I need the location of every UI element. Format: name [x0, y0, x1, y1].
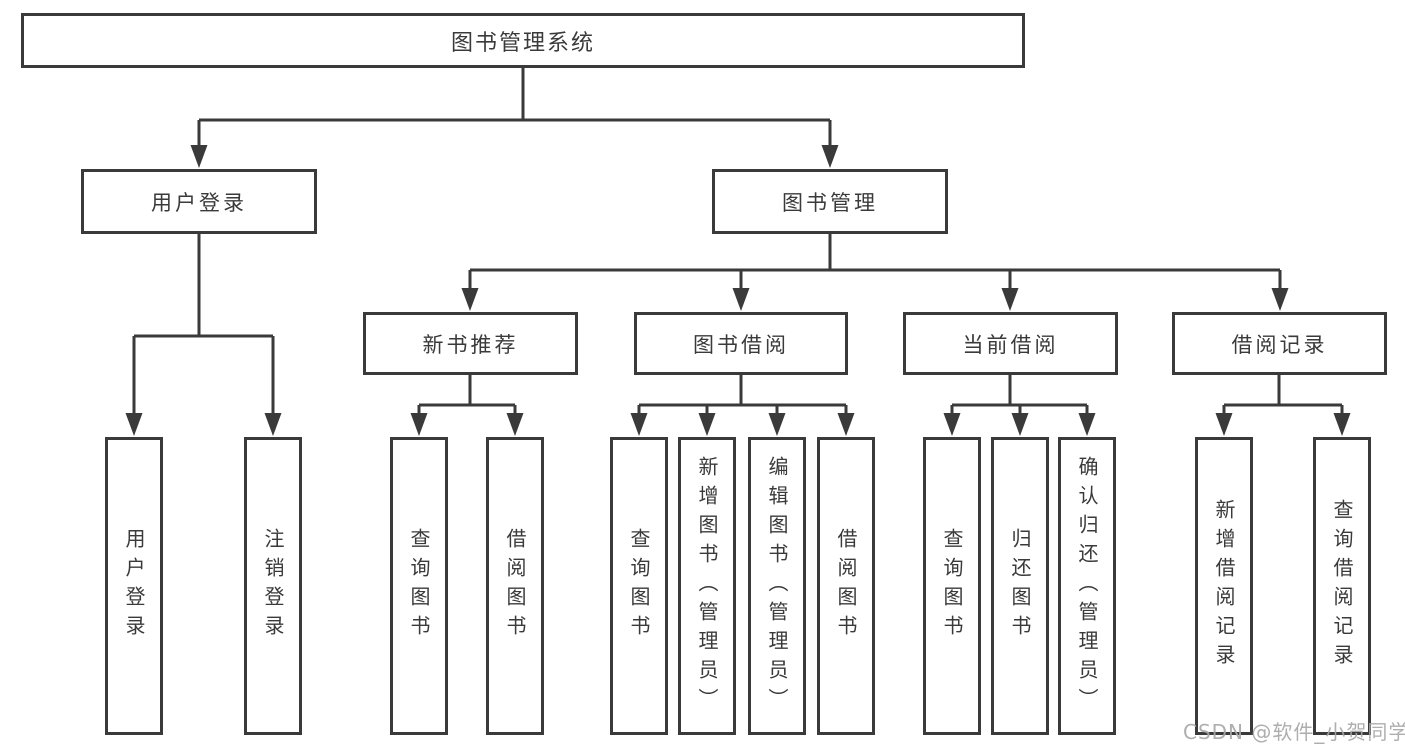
node-label: 当前借阅: [962, 332, 1059, 357]
node-label: 查询图书: [627, 528, 651, 644]
node-label: 用户登录: [151, 190, 247, 215]
node-label: 注销登录: [261, 528, 285, 644]
node-label: 新书推荐: [422, 332, 519, 357]
node-label: 新增借阅记录: [1212, 499, 1236, 673]
node-label: 查询借阅记录: [1330, 499, 1354, 673]
leaf-query-books-recommend: 查询图书: [390, 437, 448, 735]
leaf-query-books-current: 查询图书: [923, 437, 981, 735]
node-book-management: 图书管理: [712, 169, 948, 234]
node-library-management-system: 图书管理系统: [21, 13, 1025, 68]
leaf-return-books: 归还图书: [991, 437, 1049, 735]
leaf-add-borrow-record: 新增借阅记录: [1195, 437, 1253, 735]
edge-current-borrowing-children: [943, 374, 1096, 436]
node-label: 查询图书: [940, 528, 964, 644]
leaf-add-book-admin: 新增图书（管理员）: [678, 437, 736, 735]
node-label: 借阅记录: [1231, 332, 1328, 357]
node-label: 图书管理系统: [450, 30, 595, 56]
leaf-edit-book-admin: 编辑图书（管理员）: [748, 437, 806, 735]
edge-new-book-recommendation-children: [410, 374, 524, 436]
node-label: 确认归还（管理员）: [1075, 455, 1099, 717]
node-current-borrowing: 当前借阅: [903, 312, 1118, 375]
leaf-borrow-books-recommend: 借阅图书: [486, 437, 544, 735]
node-borrowing-records: 借阅记录: [1172, 312, 1387, 375]
node-label: 查询图书: [407, 528, 431, 644]
node-label: 借阅图书: [503, 528, 527, 644]
leaf-confirm-return-admin: 确认归还（管理员）: [1058, 437, 1116, 735]
leaf-query-borrow-record: 查询借阅记录: [1313, 437, 1371, 735]
edge-borrowing-records-children: [1215, 374, 1351, 436]
node-user-login: 用户登录: [81, 169, 317, 234]
node-label: 编辑图书（管理员）: [765, 455, 789, 717]
node-label: 用户登录: [122, 528, 146, 644]
leaf-query-books-borrowing: 查询图书: [610, 437, 668, 735]
edge-user-login-children: [125, 233, 282, 436]
node-label: 归还图书: [1008, 528, 1032, 644]
leaf-user-login: 用户登录: [105, 437, 163, 735]
node-label: 图书借阅: [693, 332, 789, 357]
node-label: 新增图书（管理员）: [695, 455, 719, 717]
watermark: CSDN @软件_小贺同学: [1183, 720, 1405, 744]
leaf-borrow-books-borrowing: 借阅图书: [817, 437, 875, 735]
edge-root-to-level2: [190, 66, 839, 168]
node-book-borrowing: 图书借阅: [634, 312, 848, 375]
edge-book-management-children: [461, 233, 1289, 311]
node-label: 借阅图书: [834, 528, 858, 644]
node-new-book-recommendation: 新书推荐: [363, 312, 578, 375]
leaf-logout: 注销登录: [244, 437, 302, 735]
edge-book-borrowing-children: [630, 374, 855, 436]
node-label: 图书管理: [782, 190, 878, 215]
